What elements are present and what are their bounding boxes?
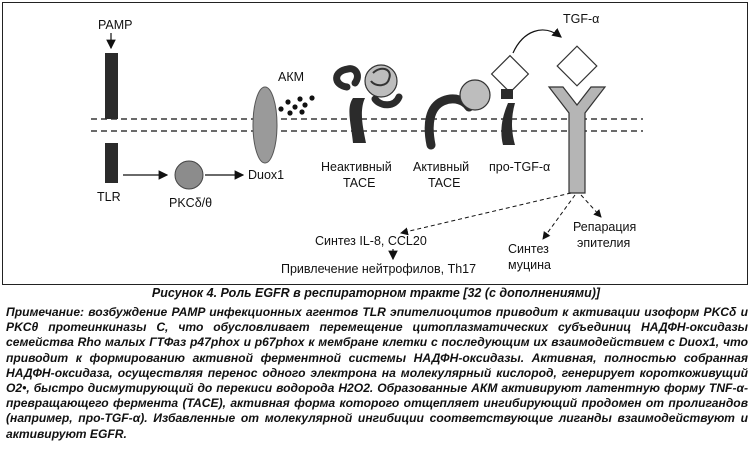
figure-note: Примечание: возбуждение PAMP инфекционны… [6,305,748,442]
note-body: возбуждение PAMP инфекционных агентов TL… [6,305,748,441]
egfr-receptor [547,86,607,194]
recruit-label: Привлечение нейтрофилов, Th17 [281,262,476,276]
note-lead: Примечание: [6,305,85,319]
inactive-tace-label-1: Неактивный [321,160,392,174]
mucin-label-2: муцина [508,258,551,272]
inactive-tace-shape [333,64,403,143]
akm-dots [278,95,315,116]
inactive-tace-label-2: TACE [343,176,375,190]
pro-tgf-shape [490,54,530,145]
active-tace-label-1: Активный [413,160,469,174]
dashed-arrow-il8 [400,192,572,236]
tlr-receptor-top [105,53,118,119]
tlr-label: TLR [97,190,121,204]
mucin-label-1: Синтез [508,242,549,256]
repair-label-1: Репарация [573,220,636,234]
pkc-circle [174,160,204,190]
cleavage-arrow [512,28,562,54]
egfr-diagram: PAMP TLR PKCδ/θ Duox1 АКМ Н [91,12,643,276]
tgf-diamond [556,45,598,87]
pkc-label: PKCδ/θ [169,196,212,210]
dashed-arrow-mucin [542,194,576,240]
tlr-receptor-bottom [105,143,118,183]
figure-caption: Рисунок 4. Роль EGFR в респираторном тра… [151,286,601,300]
repair-label-2: эпителия [577,236,630,250]
duox-label: Duox1 [248,168,284,182]
duox-ellipse [252,86,278,164]
diagram-frame: PAMP TLR PKCδ/θ Duox1 АКМ Н [2,2,748,285]
active-tace-label-2: TACE [428,176,460,190]
akm-label: АКМ [278,70,304,84]
pro-tgf-label: про-TGF-α [489,160,550,174]
dashed-arrow-repair [580,194,602,218]
active-tace-shape [424,79,491,150]
il8-label: Синтез IL-8, CCL20 [315,234,427,248]
tgf-label: TGF-α [563,12,599,26]
pamp-label: PAMP [98,18,133,32]
